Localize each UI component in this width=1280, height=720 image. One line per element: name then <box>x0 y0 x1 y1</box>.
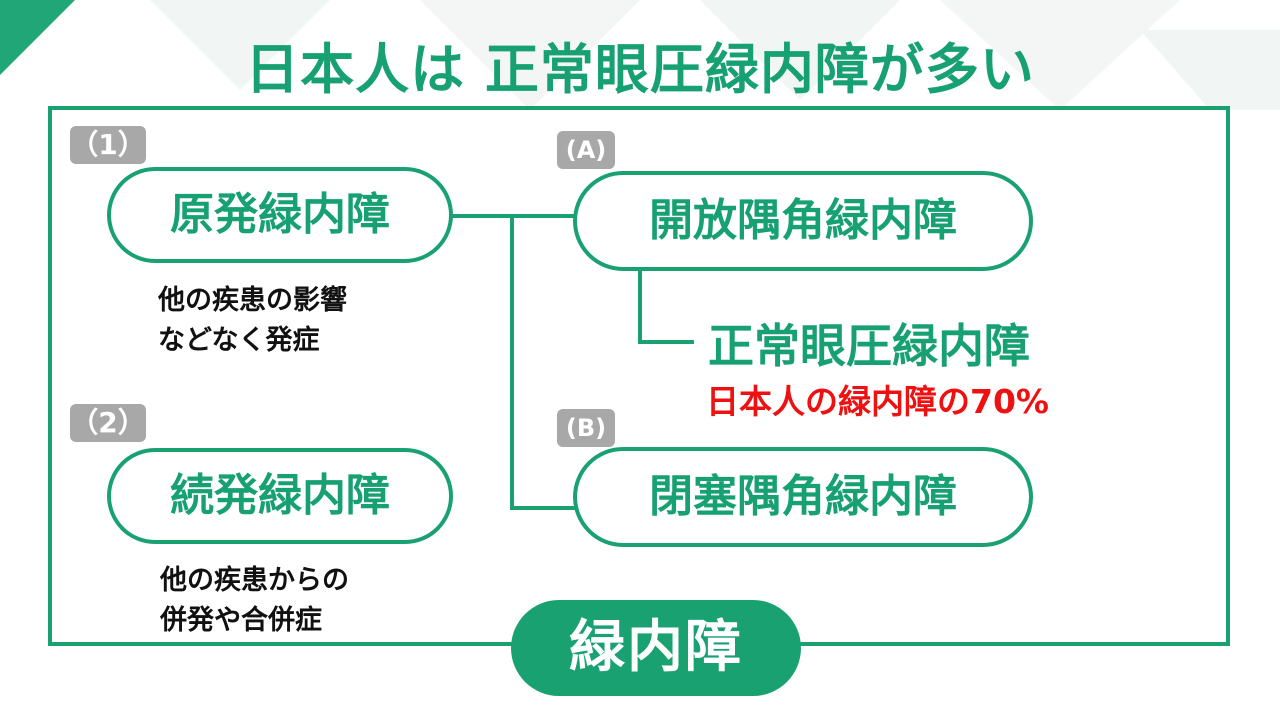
connector-normal-horizontal <box>638 340 694 344</box>
tag-primary: （1） <box>70 126 146 164</box>
desc-secondary-line1: 他の疾患からの <box>160 565 349 596</box>
tag-open-angle: (A) <box>557 131 615 169</box>
node-secondary-glaucoma: 続発緑内障 <box>107 448 453 544</box>
tag-secondary: （2） <box>70 404 146 442</box>
desc-primary-line2: などなく発症 <box>158 325 320 356</box>
page-title: 日本人は 正常眼圧緑内障が多い <box>245 38 1035 101</box>
corner-accent <box>0 0 75 75</box>
background-decoration <box>150 0 1280 110</box>
connector-vertical-trunk <box>510 214 514 510</box>
ntg-note: 日本人の緑内障の70% <box>706 382 1049 421</box>
desc-primary-line1: 他の疾患の影響 <box>158 285 347 316</box>
desc-secondary-line2: 併発や合併症 <box>160 605 322 636</box>
node-normal-tension-glaucoma: 正常眼圧緑内障 <box>708 319 1030 373</box>
connector-to-closed <box>510 506 576 510</box>
connector-open-to-normal <box>638 268 642 344</box>
tag-closed-angle: (B) <box>557 409 615 447</box>
node-primary-glaucoma: 原発緑内障 <box>107 167 453 263</box>
node-open-angle-glaucoma: 開放隅角緑内障 <box>573 171 1033 271</box>
node-closed-angle-glaucoma: 閉塞隅角緑内障 <box>573 447 1033 547</box>
root-glaucoma-label: 緑内障 <box>511 600 801 696</box>
